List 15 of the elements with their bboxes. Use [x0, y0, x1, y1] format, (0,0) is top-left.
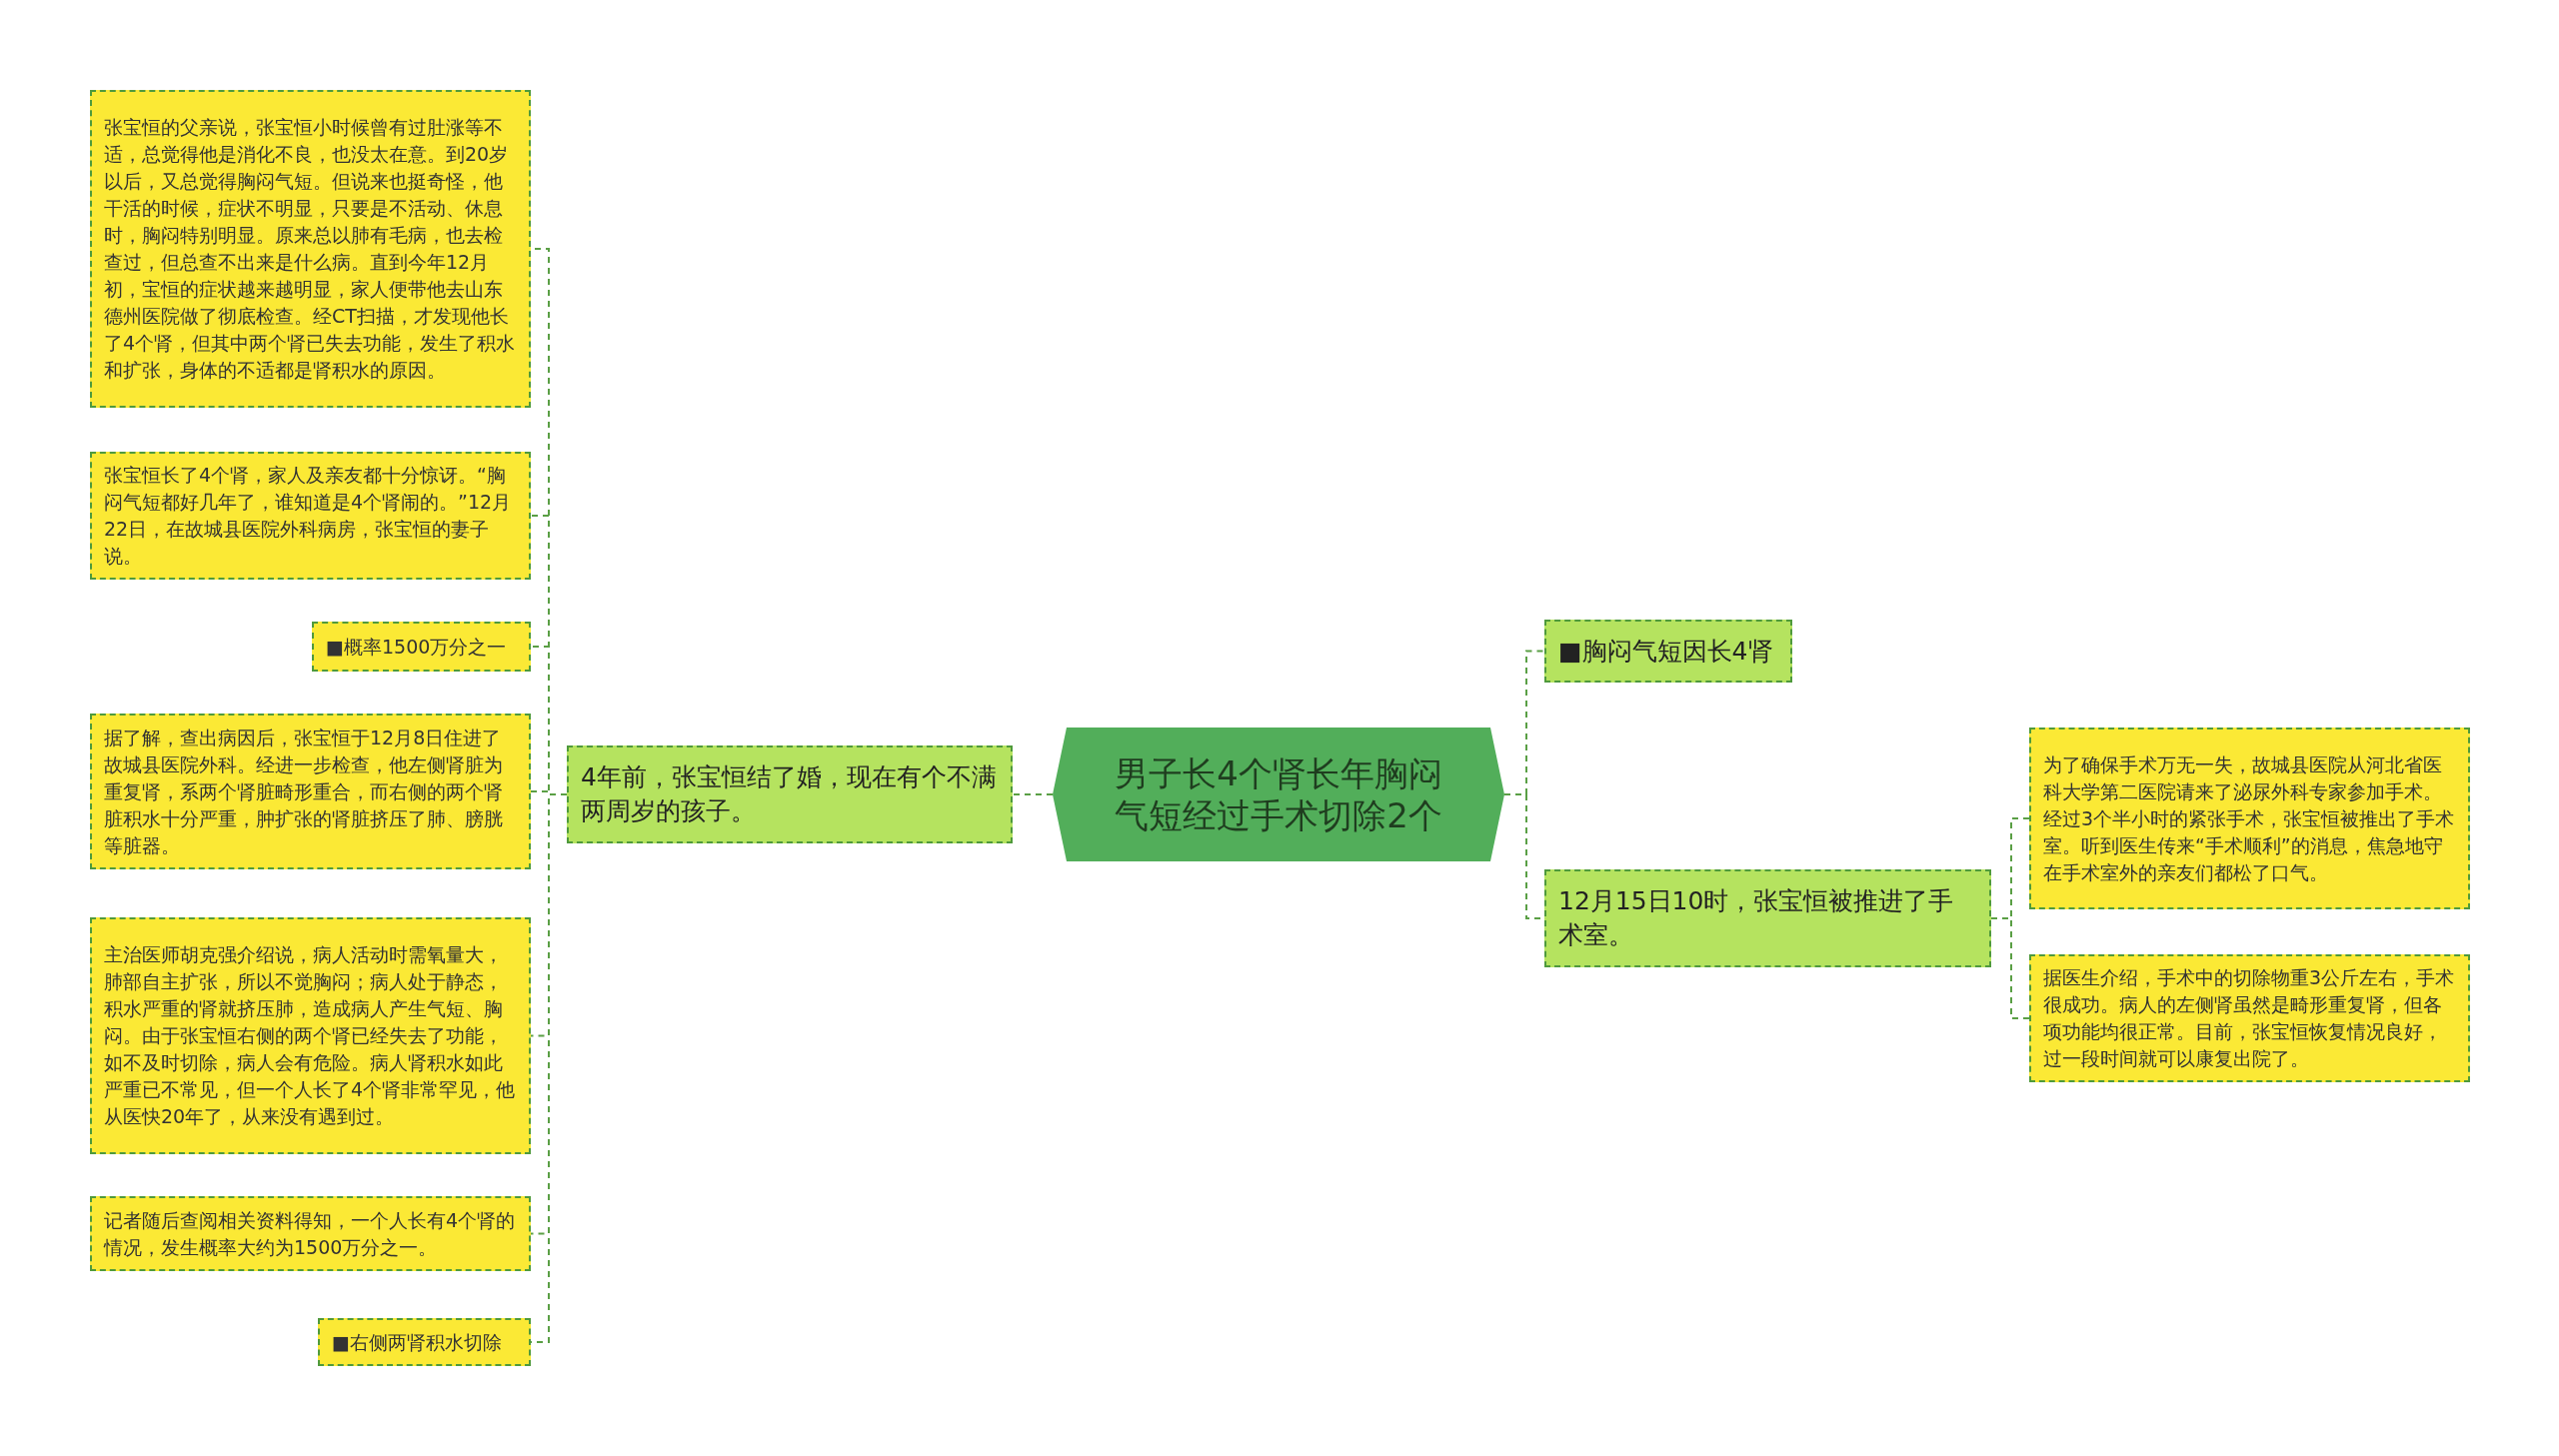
- central-topic: 男子长4个肾长年胸闷气短经过手术切除2个: [1053, 728, 1504, 861]
- note-box: 据了解，查出病因后，张宝恒于12月8日住进了故城县医院外科。经进一步检查，他左侧肾脏为重复肾，系两个肾脏畸形重合，而右侧的两个肾脏积水十分严重，肿扩张的肾脏挤压了肺、膀胱等脏器。: [90, 714, 531, 869]
- note-box: 张宝恒的父亲说，张宝恒小时候曾有过肚涨等不适，总觉得他是消化不良，也没太在意。到20岁以后，又总觉得胸闷气短。但说来也挺奇怪，他干活的时候，症状不明显，只要是不活动、休息时，胸闷特别明显。原来总以肺有毛病，也去检查过，但总查不出来是什么病。直到今年12月初，宝恒的症状越来越明显，家人便带他去山东德州医院做了彻底检查。经CT扫描，才发现他长了4个肾，但其中两个肾已失去功能，发生了积水和扩张，身体的不适都是肾积水的原因。: [90, 90, 531, 408]
- note-box: 据医生介绍，手术中的切除物重3公斤左右，手术很成功。病人的左侧肾虽然是畸形重复肾，但各项功能均很正常。目前，张宝恒恢复情况良好，过一段时间就可以康复出院了。: [2029, 954, 2470, 1082]
- topic-box: ■胸闷气短因长4肾: [1544, 620, 1792, 683]
- note-box: 为了确保手术万无一失，故城县医院从河北省医科大学第二医院请来了泌尿外科专家参加手术。经过3个半小时的紧张手术，张宝恒被推出了手术室。听到医生传来“手术顺利”的消息，焦急地守在手术室外的亲友们都松了口气。: [2029, 728, 2470, 909]
- note-box: 张宝恒长了4个肾，家人及亲友都十分惊讶。“胸闷气短都好几年了，谁知道是4个肾闹的。”12月22日，在故城县医院外科病房，张宝恒的妻子说。: [90, 452, 531, 580]
- note-box: 记者随后查阅相关资料得知，一个人长有4个肾的情况，发生概率大约为1500万分之一。: [90, 1196, 531, 1271]
- note-box: ■右侧两肾积水切除: [318, 1318, 531, 1366]
- note-box: ■概率1500万分之一: [312, 622, 531, 672]
- connector-line: [1012, 793, 1054, 795]
- connector-line: [1990, 917, 2030, 1019]
- topic-box: 4年前，张宝恒结了婚，现在有个不满两周岁的孩子。: [567, 745, 1013, 843]
- topic-box: 12月15日10时，张宝恒被推进了手术室。: [1544, 869, 1991, 967]
- note-box: 主治医师胡克强介绍说，病人活动时需氧量大，肺部自主扩张，所以不觉胸闷；病人处于静态，积水严重的肾就挤压肺，造成病人产生气短、胸闷。由于张宝恒右侧的两个肾已经失去了功能，如不及时切除，病人会有危险。病人肾积水如此严重已不常见，但一个人长了4个肾非常罕见，他从医快20年了，从来没有遇到过。: [90, 917, 531, 1154]
